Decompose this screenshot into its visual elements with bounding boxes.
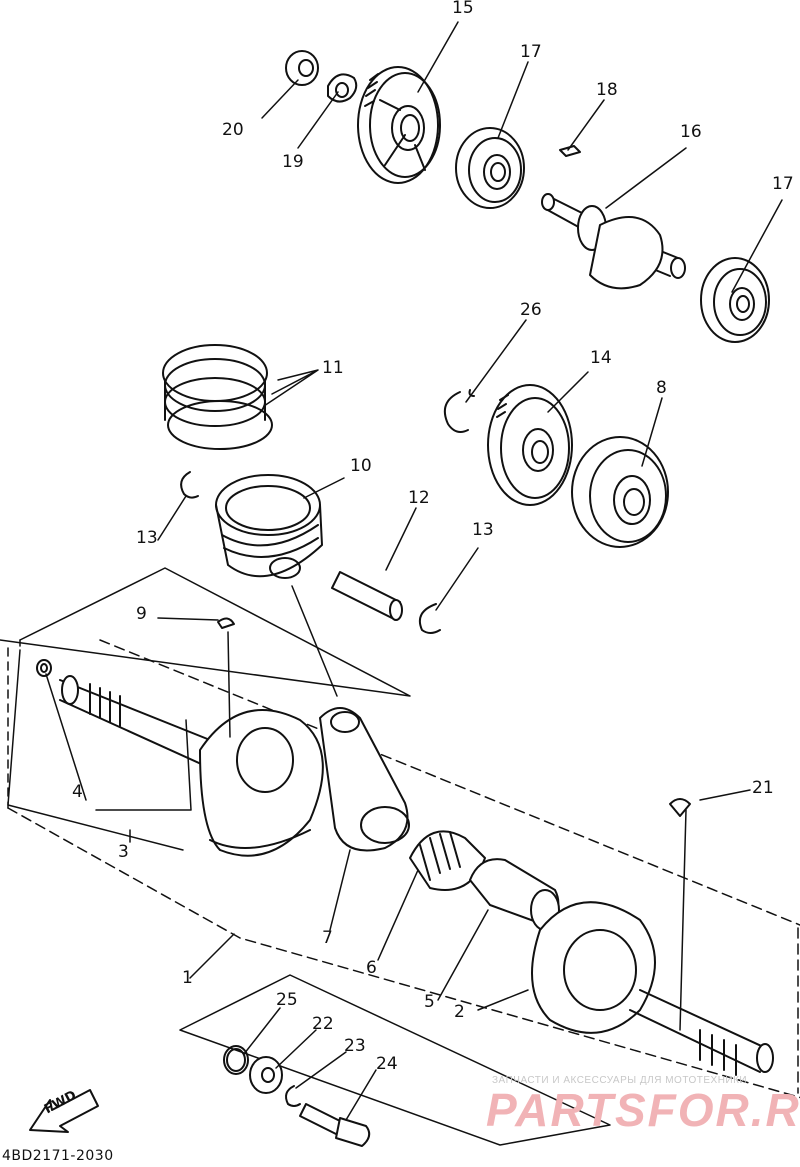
callout-24: 24	[376, 1054, 398, 1074]
callout-14: 14	[590, 348, 612, 368]
connecting-rod-7	[319, 707, 410, 852]
callout-12: 12	[408, 488, 430, 508]
callout-1: 1	[182, 968, 193, 988]
circlip-13-right	[418, 603, 441, 634]
woodruff-key-9	[217, 617, 235, 629]
callout-13-right: 13	[472, 520, 494, 540]
leader-lines	[45, 21, 783, 1121]
bearing-8	[571, 436, 669, 548]
callout-15: 15	[452, 0, 474, 18]
piston-10	[215, 474, 323, 579]
needle-bearing-6	[409, 830, 486, 891]
callout-13-left: 13	[136, 528, 158, 548]
callout-11: 11	[322, 358, 344, 378]
callout-9: 9	[136, 604, 147, 624]
callout-4: 4	[72, 782, 83, 802]
circlip-23	[285, 1085, 301, 1107]
dowel-4	[36, 659, 52, 677]
drawing-code: 4BD2171-2030	[2, 1148, 114, 1164]
callout-17-right: 17	[772, 174, 794, 194]
crank-half-3	[59, 675, 324, 857]
circlip-26	[444, 389, 475, 433]
callout-22: 22	[312, 1014, 334, 1034]
callout-21: 21	[752, 778, 774, 798]
callout-5: 5	[424, 992, 435, 1012]
callout-19: 19	[282, 152, 304, 172]
callout-23: 23	[344, 1036, 366, 1056]
callout-26: 26	[520, 300, 542, 320]
watermark-brand: PARTSFOR.RU	[486, 1084, 800, 1136]
gear-14	[487, 384, 573, 506]
callout-25: 25	[276, 990, 298, 1010]
callout-2: 2	[454, 1002, 465, 1022]
callout-10: 10	[350, 456, 372, 476]
piston-pin-12	[331, 571, 403, 621]
fwd-arrow-icon	[29, 1089, 99, 1133]
callout-7: 7	[322, 928, 333, 948]
piston-rings-11	[162, 344, 273, 450]
callout-17-upper: 17	[520, 42, 542, 62]
shaft-16	[541, 193, 686, 290]
watermark-tagline: ЗАПЧАСТИ И АКСЕССУАРЫ ДЛЯ МОТОТЕХНИКИ	[492, 1075, 748, 1086]
bearing-17-upper	[455, 127, 525, 209]
callout-8: 8	[656, 378, 667, 398]
callout-18: 18	[596, 80, 618, 100]
washer-22	[249, 1056, 283, 1094]
lock-washer-19	[327, 73, 358, 103]
bolt-24	[299, 1103, 371, 1147]
gear-15	[357, 66, 441, 184]
bearing-17-right	[700, 257, 770, 343]
nut-20	[285, 50, 319, 86]
woodruff-key-21	[669, 798, 691, 817]
callout-16: 16	[680, 122, 702, 142]
crank-half-2	[531, 901, 774, 1076]
callout-20: 20	[222, 120, 244, 140]
oring-25	[223, 1045, 249, 1075]
callout-6: 6	[366, 958, 377, 978]
crank-assembly-box	[0, 567, 800, 1146]
circlip-13-left	[180, 471, 199, 499]
callout-3: 3	[118, 842, 129, 862]
